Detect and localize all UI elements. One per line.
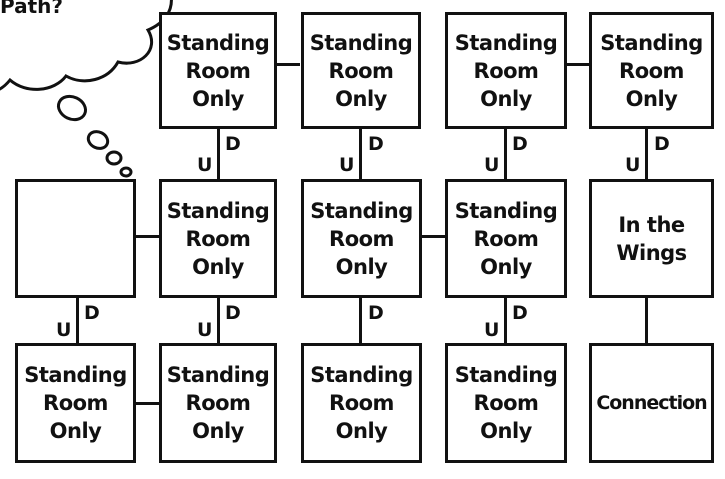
down-label: D	[368, 134, 384, 154]
down-label: D	[225, 134, 241, 154]
thought-bubble-text: Path?	[0, 0, 63, 18]
thought-bubble	[0, 0, 180, 185]
connector	[645, 297, 648, 344]
room-label: Standing Room Only	[310, 197, 413, 281]
room-label: Standing Room Only	[455, 29, 558, 113]
connector	[76, 297, 79, 344]
up-label: U	[484, 155, 499, 175]
up-label: U	[197, 320, 212, 340]
connector	[645, 128, 648, 180]
room-r3c5: Connection	[589, 343, 714, 463]
room-label: In the Wings	[616, 211, 686, 267]
down-label: D	[654, 134, 670, 154]
room-r3c3: Standing Room Only	[301, 343, 422, 463]
room-label: Standing Room Only	[167, 29, 270, 113]
room-label: Standing Room Only	[167, 361, 270, 445]
up-label: U	[56, 320, 71, 340]
connector	[217, 297, 220, 344]
room-label: Standing Room Only	[310, 29, 413, 113]
connector	[359, 128, 362, 180]
room-r1c4: Standing Room Only	[445, 12, 567, 129]
connector	[421, 235, 445, 238]
up-label: U	[339, 155, 354, 175]
down-label: D	[512, 134, 528, 154]
room-label: Standing Room Only	[310, 361, 413, 445]
connector	[359, 297, 362, 344]
down-label: D	[512, 303, 528, 323]
room-label: Standing Room Only	[167, 197, 270, 281]
down-label: D	[368, 303, 384, 323]
connector	[276, 63, 300, 66]
room-label: Standing Room Only	[600, 29, 703, 113]
up-label: U	[625, 155, 640, 175]
room-label: Standing Room Only	[455, 197, 558, 281]
connector	[566, 63, 590, 66]
room-r2c2: Standing Room Only	[159, 179, 277, 298]
room-label: Standing Room Only	[455, 361, 558, 445]
connector	[135, 402, 160, 405]
connector	[217, 128, 220, 180]
room-r2c1	[15, 179, 136, 298]
room-label: Standing Room Only	[24, 361, 127, 445]
connector	[135, 235, 160, 238]
room-r1c3: Standing Room Only	[301, 12, 421, 129]
room-r3c1: Standing Room Only	[15, 343, 136, 463]
connector	[504, 297, 507, 344]
up-label: U	[197, 155, 212, 175]
room-label: Connection	[596, 389, 706, 417]
room-r1c5: Standing Room Only	[589, 12, 714, 129]
room-r3c4: Standing Room Only	[445, 343, 567, 463]
room-r1c2: Standing Room Only	[159, 12, 277, 129]
up-label: U	[484, 320, 499, 340]
room-r2c3: Standing Room Only	[301, 179, 422, 298]
connector	[504, 128, 507, 180]
room-r3c2: Standing Room Only	[159, 343, 277, 463]
down-label: D	[84, 303, 100, 323]
room-r2c5: In the Wings	[589, 179, 714, 298]
room-r2c4: Standing Room Only	[445, 179, 567, 298]
down-label: D	[225, 303, 241, 323]
